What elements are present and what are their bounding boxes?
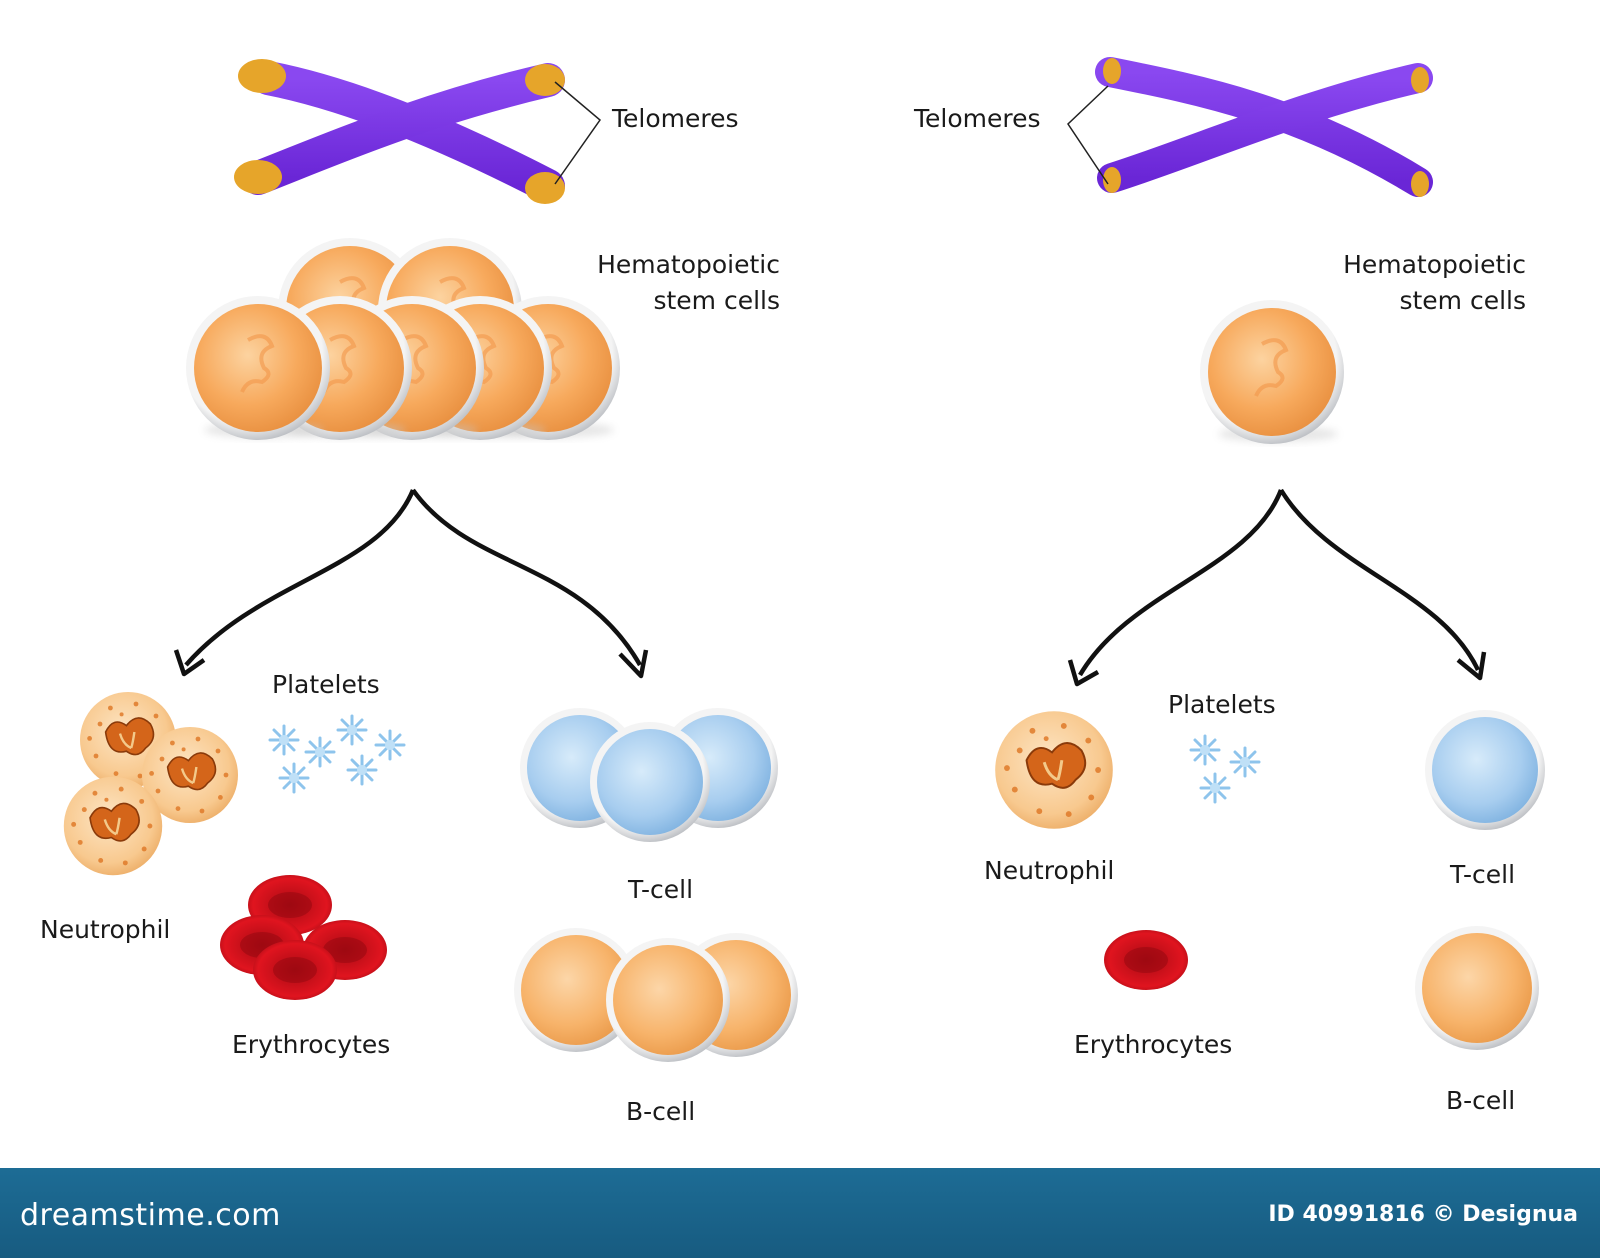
- right-telomeres-pointer: [1067, 85, 1109, 185]
- left-t-cells: [520, 708, 778, 842]
- right-erythrocyte: [1104, 930, 1188, 990]
- left-stem-cells-label-line2: stem cells: [653, 286, 780, 315]
- telomere-cap: [238, 59, 286, 93]
- left-branch-arrows: [173, 488, 649, 679]
- left-bcell-label: B-cell: [626, 1097, 696, 1126]
- left-platelets-label: Platelets: [272, 670, 380, 699]
- telomere-cap: [525, 64, 565, 96]
- left-stem-cell-cluster: [186, 238, 620, 440]
- right-b-cell: [1415, 926, 1539, 1050]
- right-bcell-label: B-cell: [1446, 1086, 1516, 1115]
- right-stem-cells-label-line2: stem cells: [1399, 286, 1526, 315]
- telomere-cap: [1411, 171, 1429, 197]
- telomere-cap: [1411, 67, 1429, 93]
- left-telomeres-pointer: [554, 81, 602, 185]
- left-telomeres-label: Telomeres: [612, 104, 739, 133]
- left-neutrophil-group: [62, 690, 240, 877]
- left-b-cells: [514, 928, 798, 1062]
- right-erythrocytes-label: Erythrocytes: [1074, 1030, 1233, 1059]
- footer-bar: dreamstime.com ID 40991816 © Designua: [0, 1168, 1600, 1258]
- left-stem-cells-label-line1: Hematopoietic: [597, 250, 780, 279]
- right-neutrophil: [993, 709, 1115, 831]
- right-stem-cells-label-line1: Hematopoietic: [1343, 250, 1526, 279]
- right-platelets-label: Platelets: [1168, 690, 1276, 719]
- right-neutrophil-label: Neutrophil: [984, 856, 1115, 885]
- left-erythrocytes-label: Erythrocytes: [232, 1030, 391, 1059]
- left-erythrocytes: [220, 875, 387, 1000]
- right-tcell-label: T-cell: [1450, 860, 1516, 889]
- telomere-cap: [1103, 167, 1121, 193]
- right-chromosome: [1095, 57, 1433, 197]
- telomere-cap: [1103, 58, 1121, 84]
- telomere-cap: [234, 160, 282, 194]
- right-stem-cell: [1200, 300, 1344, 444]
- footer-credit: ID 40991816 © Designua: [1268, 1202, 1578, 1227]
- telomere-cap: [525, 172, 565, 204]
- right-t-cell: [1425, 710, 1545, 830]
- footer-brand: dreamstime.com: [20, 1198, 281, 1233]
- right-platelets: [1189, 734, 1261, 804]
- left-chromosome: [234, 59, 565, 204]
- left-neutrophil-label: Neutrophil: [40, 915, 171, 944]
- right-branch-arrows: [1067, 488, 1487, 687]
- left-tcell-label: T-cell: [628, 875, 694, 904]
- right-telomeres-label: Telomeres: [914, 104, 1041, 133]
- left-platelets: [268, 714, 406, 794]
